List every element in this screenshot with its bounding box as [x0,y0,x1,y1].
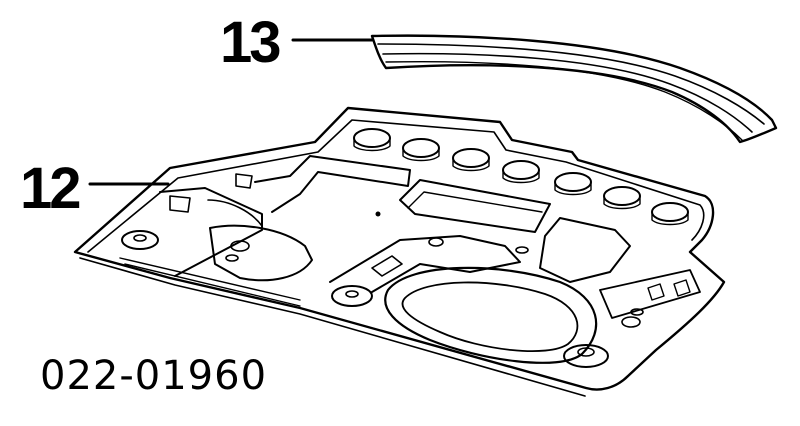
trim-strip-part-13 [370,34,778,144]
diagram-part-number: 022-01960 [40,353,268,399]
callout-number-13: 13 [220,10,281,75]
plug-row [353,128,689,226]
floor-pan-part-12 [73,106,726,397]
callout-number-12: 12 [20,156,81,221]
